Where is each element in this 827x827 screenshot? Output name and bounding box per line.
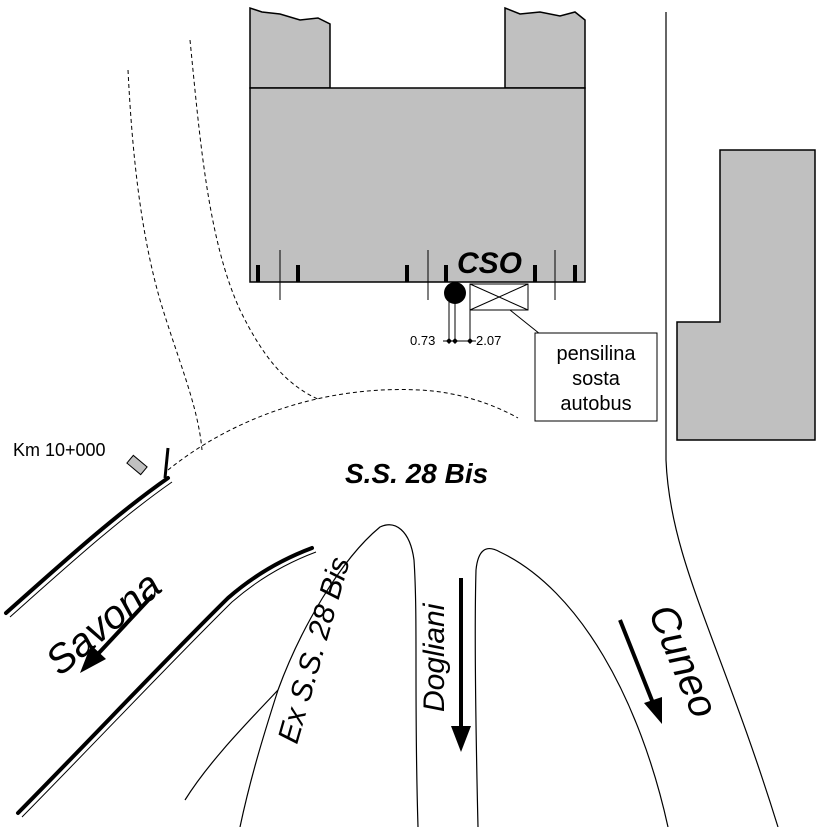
- curb-lines: [4, 476, 314, 815]
- ex-ss-label: Ex S.S. 28 Bis: [272, 554, 357, 747]
- shelter-label-box: [534, 332, 658, 422]
- building-body: [249, 87, 586, 283]
- shelter-label-line2: sosta: [572, 368, 621, 390]
- cso-label: CSO: [457, 247, 522, 280]
- cuneo-arrow: [618, 619, 662, 724]
- shelter-label-line3: autobus: [560, 393, 631, 415]
- building-left-tower: [249, 6, 331, 89]
- building-right-tower: [504, 6, 586, 89]
- savona-label: Savona: [38, 563, 170, 684]
- dimension-right-label: 2.07: [476, 333, 501, 348]
- road-edges: [184, 459, 779, 827]
- dogliani-label: Dogliani: [418, 602, 451, 712]
- km-marker-label: Km 10+000: [13, 440, 106, 460]
- curb-double-lines: [9, 481, 317, 818]
- bus-shelter: [469, 283, 529, 311]
- dashed-path-lines: [127, 39, 519, 471]
- dimension-lines: [443, 302, 476, 343]
- km-post-tick: [163, 447, 170, 479]
- right-building: [676, 149, 816, 441]
- shelter-callout-leader: [509, 309, 541, 335]
- dimension-ticks: [446, 338, 473, 344]
- km-post-sign: [126, 454, 148, 476]
- savona-arrow: [80, 593, 155, 673]
- main-road-label: S.S. 28 Bis: [345, 458, 488, 489]
- shelter-label-line1: pensilina: [557, 343, 637, 365]
- bus-stop-marker: [444, 282, 466, 304]
- main-building: [249, 6, 586, 300]
- building-wall-ticks: [256, 250, 577, 300]
- dimension-left-label: 0.73: [410, 333, 435, 348]
- dogliani-arrow: [451, 578, 471, 752]
